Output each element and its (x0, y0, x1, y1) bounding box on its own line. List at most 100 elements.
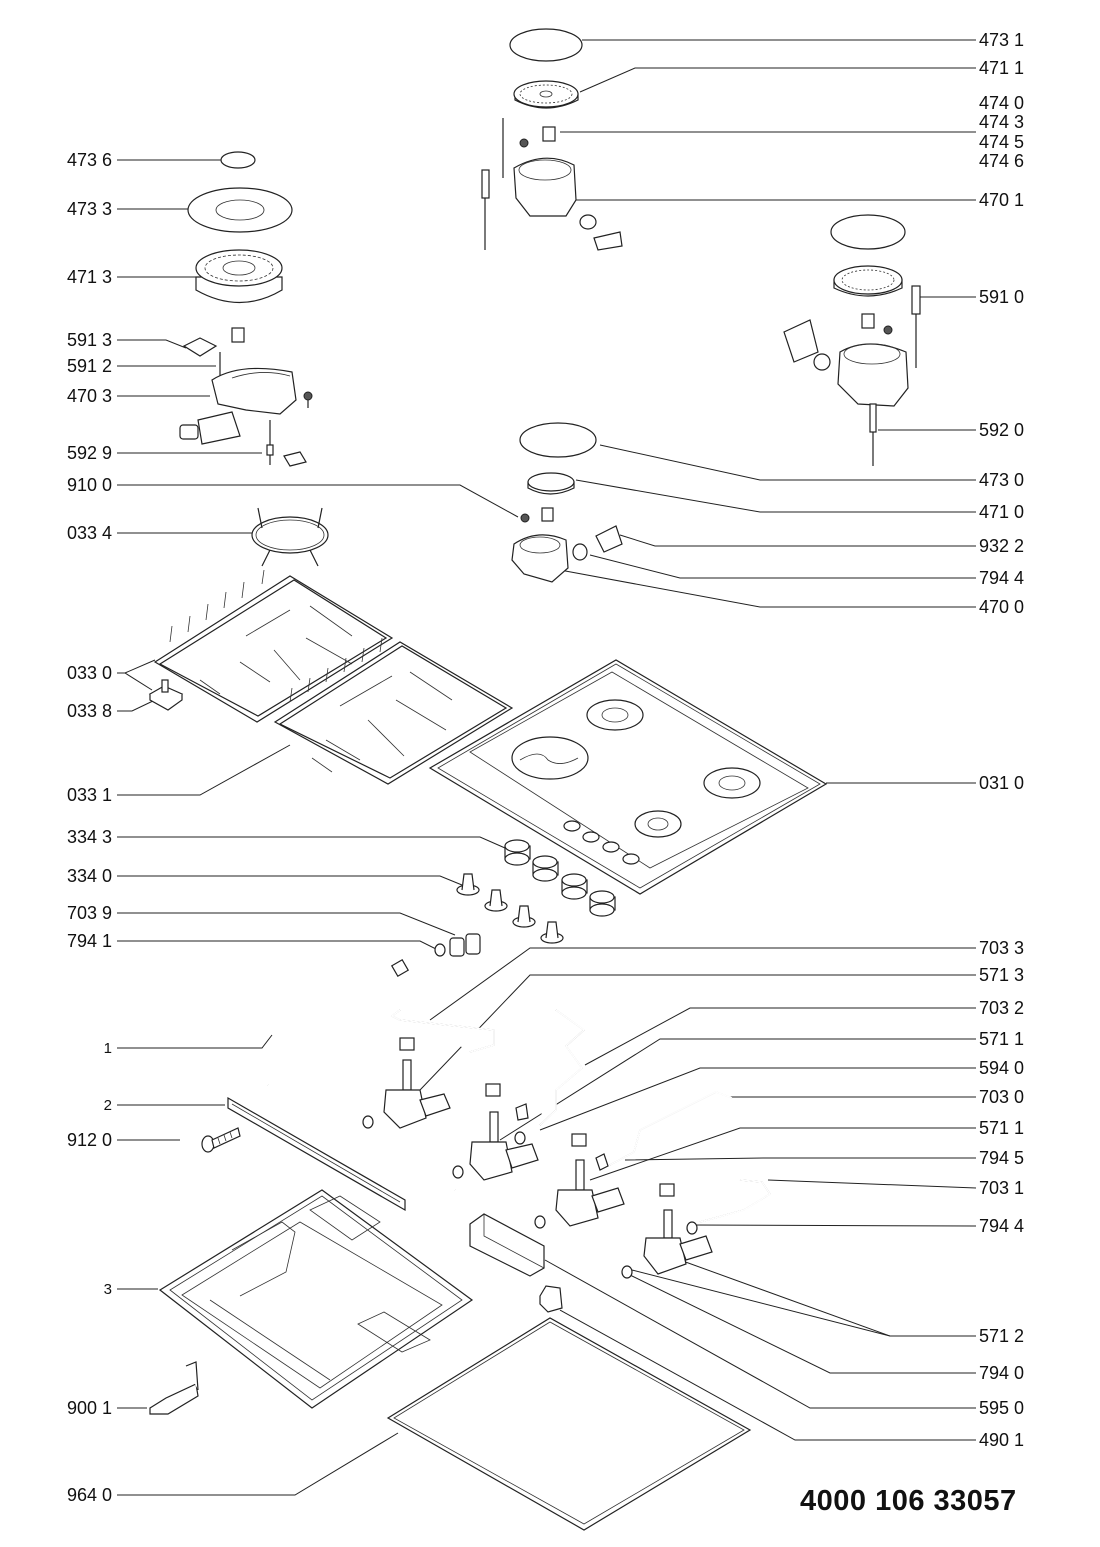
bracket-left[interactable] (283, 451, 307, 467)
gas-valve-3[interactable] (555, 1133, 625, 1227)
label-571-1-b: 571 1 (979, 1118, 1024, 1138)
burner-cap-top[interactable] (509, 28, 583, 62)
gas-inlet-connector[interactable] (449, 933, 481, 957)
gas-pipe-2[interactable] (539, 1009, 586, 1126)
injector-left[interactable] (231, 327, 245, 343)
injector-center[interactable] (541, 507, 554, 522)
burner-body-right[interactable] (837, 343, 909, 407)
rubber-foot[interactable] (148, 679, 184, 711)
fixing-clamp[interactable] (149, 1361, 199, 1415)
leader-r25 (689, 1224, 977, 1227)
pan-support-left[interactable] (153, 569, 394, 723)
label-474-6: 474 6 (979, 151, 1024, 171)
gas-pipe-1[interactable] (390, 1009, 495, 1053)
gas-valve-2[interactable] (469, 1111, 539, 1181)
microswitch[interactable] (485, 1083, 529, 1121)
burner-body-top[interactable] (513, 157, 577, 217)
valve-seal[interactable] (595, 1153, 609, 1171)
injector-group[interactable] (519, 126, 556, 148)
gas-valve-1[interactable] (383, 1037, 451, 1129)
leader-l13 (117, 836, 506, 849)
screw-left[interactable] (303, 391, 313, 408)
label-470-3: 470 3 (67, 386, 112, 406)
manifold-bracket[interactable] (227, 1096, 406, 1212)
knob-caps[interactable] (504, 839, 616, 917)
thermocouple-right[interactable] (869, 403, 877, 466)
label-591-3: 591 3 (67, 330, 112, 350)
seal-top[interactable] (579, 214, 597, 230)
label-910-0: 910 0 (67, 475, 112, 495)
burner-cap-center[interactable] (519, 422, 597, 458)
label-033-0: 033 0 (67, 663, 112, 683)
leader-l16 (117, 940, 439, 951)
gas-valve-4[interactable] (643, 1183, 713, 1275)
gas-pipe-4[interactable] (699, 1179, 772, 1223)
burner-body-left[interactable] (179, 367, 297, 445)
leader-r20 (539, 1067, 976, 1131)
burner-crown-center[interactable] (527, 472, 575, 495)
clip-left[interactable] (182, 337, 218, 357)
label-594-0: 594 0 (979, 1058, 1024, 1078)
washer-3[interactable] (534, 1215, 546, 1229)
thermocouple-left[interactable] (266, 420, 274, 465)
gas-pipe-3[interactable] (609, 1091, 733, 1166)
valve-washer[interactable] (621, 1265, 633, 1279)
bottom-tray[interactable] (158, 1189, 474, 1409)
washer-1[interactable] (362, 1115, 374, 1129)
burner-cap-right[interactable] (830, 214, 906, 250)
screw-center[interactable] (520, 513, 530, 523)
seal-gasket[interactable] (386, 1317, 752, 1531)
center-burner-assembly (511, 422, 623, 583)
burner-crown-right[interactable] (833, 265, 903, 297)
washer-2[interactable] (452, 1165, 464, 1179)
label-033-8: 033 8 (67, 701, 112, 721)
gas-manifold[interactable] (263, 958, 457, 1193)
clip-right[interactable] (783, 319, 819, 363)
hob-top-plate[interactable] (428, 659, 828, 895)
leader-l10b (124, 672, 153, 691)
knob-bezels[interactable] (456, 873, 564, 944)
pan-support-right[interactable] (273, 637, 514, 785)
seal-right[interactable] (813, 353, 831, 371)
ignition-plug-right[interactable] (911, 285, 921, 368)
ignition-module[interactable] (469, 1213, 545, 1277)
burner-ring-left[interactable] (187, 187, 293, 233)
top-burner-assembly (481, 28, 623, 251)
screw-right[interactable] (883, 325, 893, 335)
label-033-4: 033 4 (67, 523, 112, 543)
cable-clamp[interactable] (539, 1285, 563, 1313)
burner-crown-left[interactable] (195, 249, 283, 304)
thermocouple-top[interactable] (481, 169, 490, 250)
leader-l8 (117, 484, 519, 518)
pipe-seal[interactable] (686, 1221, 698, 1235)
seal-2[interactable] (514, 1131, 526, 1145)
wok-ring[interactable] (251, 507, 329, 567)
leader-r16 (429, 947, 976, 1021)
burner-hole-top (586, 699, 644, 731)
labels-right: 473 1 471 1 474 0 474 3 474 5 474 6 470 … (979, 30, 1024, 1450)
clip-center[interactable] (595, 525, 623, 553)
clip-top[interactable] (593, 231, 623, 251)
leader-l12 (117, 744, 291, 796)
leader-lines-left (117, 159, 519, 1496)
label-964-0: 964 0 (67, 1485, 112, 1505)
burner-cap-small-left[interactable] (220, 151, 256, 169)
knob-hole-1 (563, 820, 581, 832)
label-591-2: 591 2 (67, 356, 112, 376)
screw[interactable] (201, 1127, 241, 1153)
labels-left: 473 6 473 3 471 3 591 3 591 2 470 3 592 … (67, 150, 112, 1505)
left-burner-assembly (179, 151, 313, 467)
leader-lines-right (419, 39, 977, 1441)
seal-center[interactable] (572, 543, 588, 561)
injector-right[interactable] (861, 313, 875, 329)
label-703-0: 703 0 (979, 1087, 1024, 1107)
burner-body-center[interactable] (511, 534, 569, 583)
burner-crown-top[interactable] (513, 80, 579, 109)
label-703-3: 703 3 (979, 938, 1024, 958)
leader-r26b (631, 1269, 891, 1337)
inlet-seal[interactable] (434, 943, 446, 957)
leader-l11 (117, 699, 156, 712)
leader-r23 (624, 1157, 976, 1161)
leader-r24 (767, 1179, 977, 1189)
